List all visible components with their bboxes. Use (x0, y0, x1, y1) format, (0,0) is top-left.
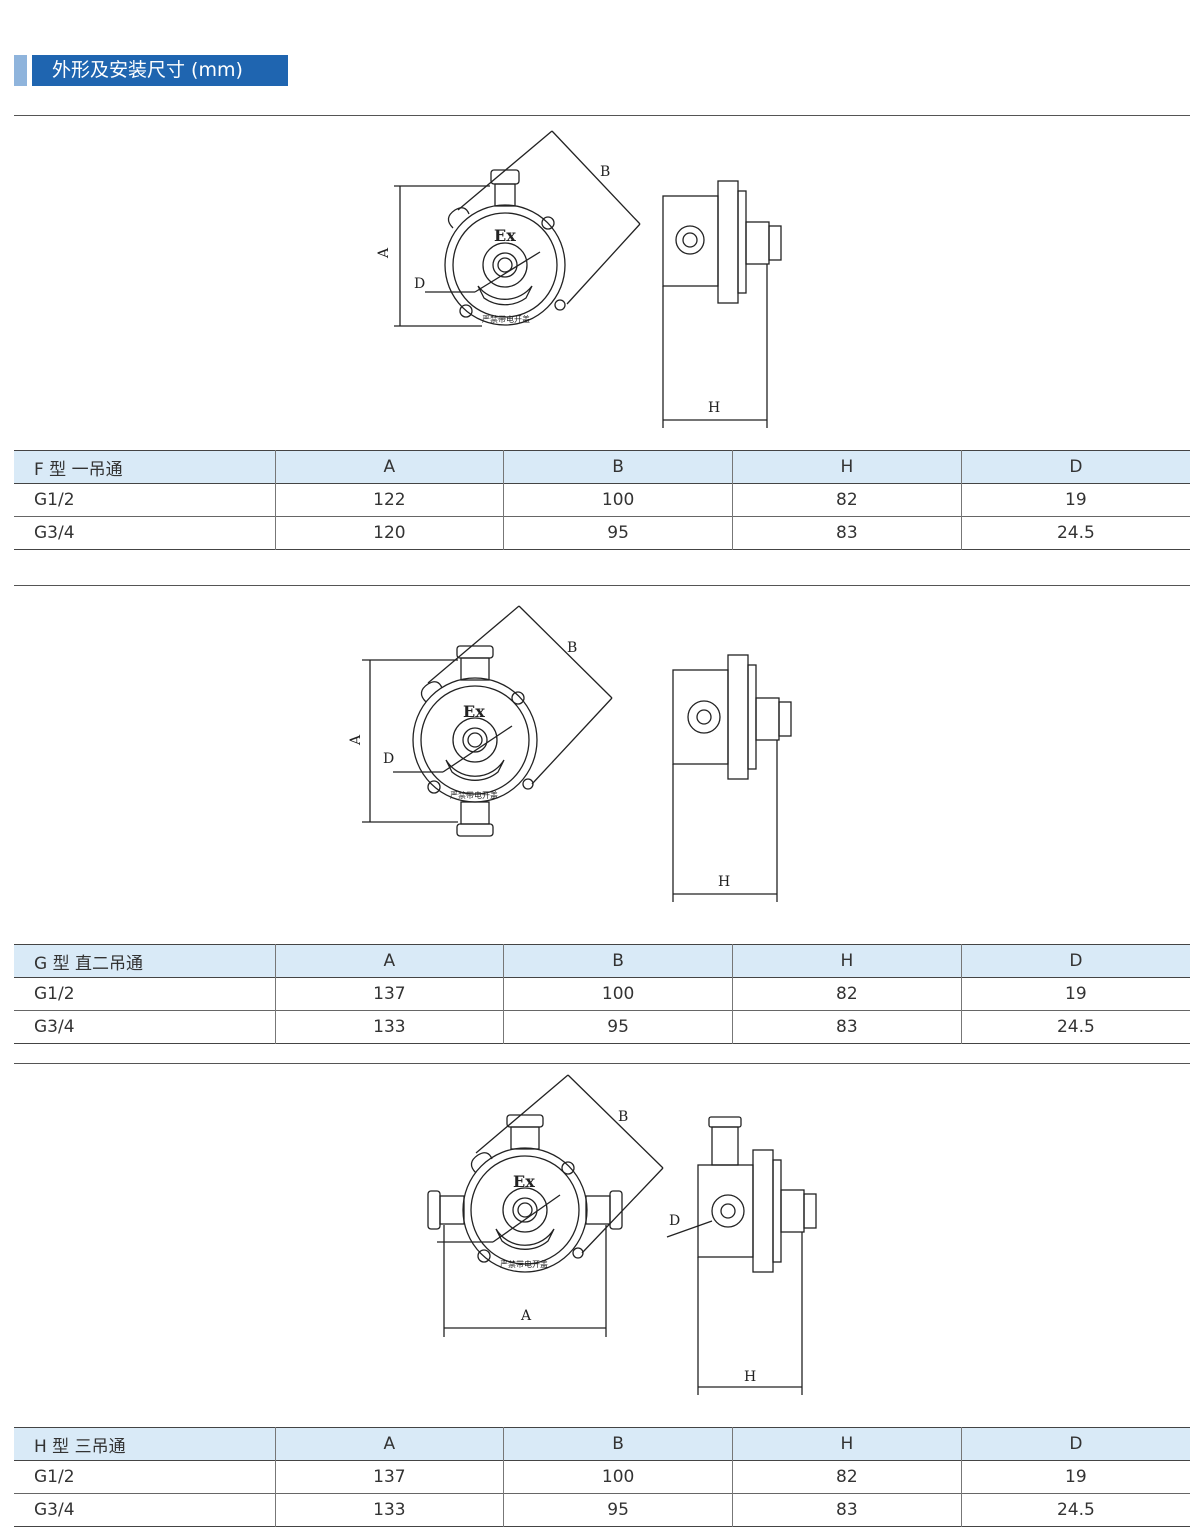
dim-label-b: B (567, 640, 577, 656)
spec-table-h: H 型 三吊通 A B H D G1/2 137 100 82 19 G3/4 … (14, 1427, 1190, 1527)
table-header-row: G 型 直二吊通 A B H D (14, 944, 1190, 978)
cell-a: 133 (274, 1493, 504, 1527)
dim-label-h: H (718, 874, 730, 890)
table-row: G3/4 133 95 83 24.5 (14, 1493, 1190, 1527)
header-accent-bar (14, 55, 27, 86)
cell-a: 122 (274, 483, 504, 517)
warning-plate-text: 严禁带电开盖 (482, 314, 530, 324)
warning-plate-text: 严禁带电开盖 (450, 790, 498, 800)
cell-a: 120 (274, 516, 504, 550)
dim-label-a: A (348, 734, 364, 746)
cell-h: 83 (732, 516, 962, 550)
divider-line (14, 1063, 1190, 1064)
cell-size: G1/2 (34, 1467, 75, 1487)
warning-plate-text: 严禁带电开盖 (500, 1259, 548, 1269)
cell-d: 19 (960, 977, 1190, 1011)
column-header-h: H (732, 1427, 962, 1461)
table-row: G1/2 137 100 82 19 (14, 977, 1190, 1011)
spec-table-f: F 型 一吊通 A B H D G1/2 122 100 82 19 G3/4 … (14, 450, 1190, 550)
ex-mark: Ex (513, 1172, 535, 1191)
column-header-b: B (503, 944, 733, 978)
divider-line (14, 585, 1190, 586)
type-label: F 型 一吊通 (14, 450, 275, 484)
dim-label-h: H (708, 400, 720, 416)
dim-label-d: D (669, 1213, 680, 1229)
table-row: G3/4 120 95 83 24.5 (14, 516, 1190, 550)
spec-table-g: G 型 直二吊通 A B H D G1/2 137 100 82 19 G3/4… (14, 944, 1190, 1044)
cell-h: 82 (732, 483, 962, 517)
cell-a: 133 (274, 1010, 504, 1044)
column-header-h: H (732, 450, 962, 484)
column-header-d: D (960, 450, 1190, 484)
drawing-f-type: A B H D Ex 严禁带电开盖 (376, 130, 782, 428)
drawing-g-type: A B H D Ex 严禁带电开盖 (348, 605, 792, 902)
cell-size: G3/4 (34, 523, 75, 543)
cell-h: 82 (732, 1460, 962, 1494)
dim-label-a: A (376, 247, 392, 259)
ex-mark: Ex (463, 702, 485, 721)
cell-a: 137 (274, 1460, 504, 1494)
cell-size: G1/2 (34, 984, 75, 1004)
cell-b: 100 (503, 483, 733, 517)
column-header-a: A (274, 1427, 504, 1461)
cell-b: 95 (503, 1010, 733, 1044)
ex-mark: Ex (494, 226, 516, 245)
table-row: G3/4 133 95 83 24.5 (14, 1010, 1190, 1044)
column-header-d: D (960, 944, 1190, 978)
dim-label-b: B (600, 164, 610, 180)
table-row: G1/2 137 100 82 19 (14, 1460, 1190, 1494)
cell-b: 95 (503, 516, 733, 550)
cell-d: 24.5 (960, 1010, 1190, 1044)
type-label: G 型 直二吊通 (14, 944, 275, 978)
dim-label-a: A (520, 1308, 532, 1324)
dim-label-b: B (618, 1109, 628, 1125)
column-header-a: A (274, 450, 504, 484)
cell-size: G1/2 (34, 490, 75, 510)
dim-label-h: H (744, 1369, 756, 1385)
column-header-b: B (503, 450, 733, 484)
type-label: H 型 三吊通 (14, 1427, 275, 1461)
cell-h: 83 (732, 1493, 962, 1527)
cell-d: 19 (960, 1460, 1190, 1494)
table-header-row: F 型 一吊通 A B H D (14, 450, 1190, 484)
cell-d: 24.5 (960, 516, 1190, 550)
cell-b: 100 (503, 1460, 733, 1494)
dim-label-d: D (383, 751, 394, 767)
column-header-b: B (503, 1427, 733, 1461)
divider-line (14, 115, 1190, 116)
dim-label-d: D (414, 276, 425, 292)
cell-a: 137 (274, 977, 504, 1011)
table-header-row: H 型 三吊通 A B H D (14, 1427, 1190, 1461)
cell-d: 19 (960, 483, 1190, 517)
column-header-d: D (960, 1427, 1190, 1461)
column-header-a: A (274, 944, 504, 978)
section-header: 外形及安装尺寸 (mm) (14, 55, 288, 86)
drawing-h-type: A B H D Ex 严禁带电开盖 (427, 1074, 817, 1395)
cell-size: G3/4 (34, 1017, 75, 1037)
cell-size: G3/4 (34, 1500, 75, 1520)
table-row: G1/2 122 100 82 19 (14, 483, 1190, 517)
header-title-bar (32, 55, 288, 86)
column-header-h: H (732, 944, 962, 978)
cell-h: 83 (732, 1010, 962, 1044)
cell-d: 24.5 (960, 1493, 1190, 1527)
cell-b: 95 (503, 1493, 733, 1527)
cell-b: 100 (503, 977, 733, 1011)
page-title: 外形及安装尺寸 (mm) (52, 59, 243, 81)
cell-h: 82 (732, 977, 962, 1011)
